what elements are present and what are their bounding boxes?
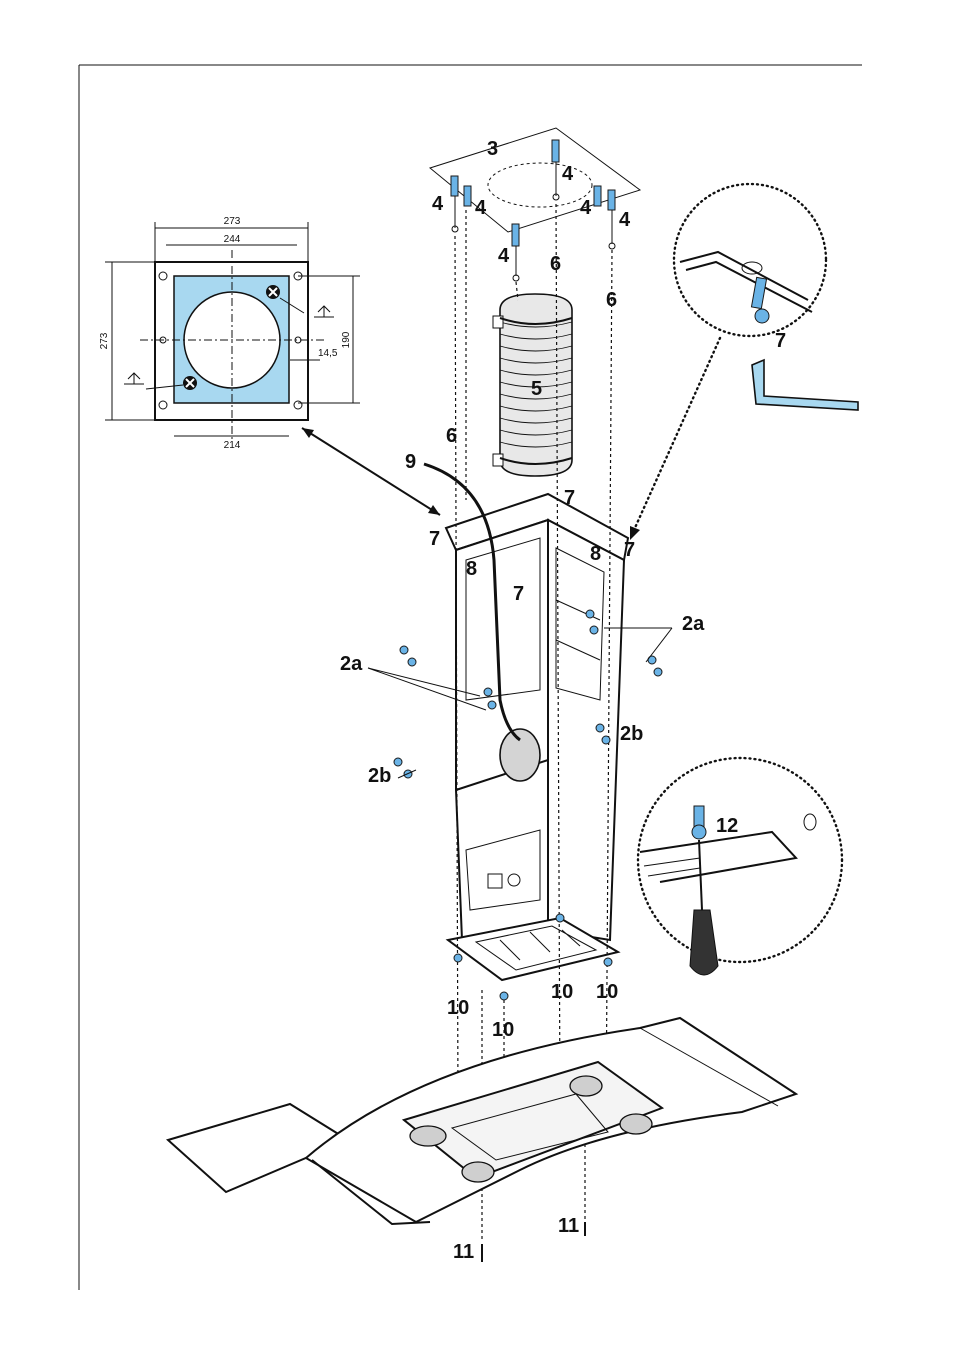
dim-inner-height: 190: [341, 331, 352, 348]
page-border: [78, 64, 862, 1290]
flexible-duct: [492, 293, 573, 477]
label-6c: 6: [446, 425, 457, 447]
dimension-lines: [105, 222, 360, 437]
drill-mark-icon: [183, 285, 280, 390]
side-screws: [367, 609, 673, 779]
label-2b-left: 2b: [368, 765, 391, 787]
keyhole-icon: [158, 271, 303, 410]
label-4a: 4: [562, 163, 574, 185]
label-12: 12: [716, 815, 738, 837]
hood-canopy: [165, 1016, 799, 1262]
label-9: 9: [405, 451, 416, 473]
chimney-frame: [423, 462, 630, 982]
ceiling-symbol-icon: [124, 297, 334, 390]
dim-offset: 14,5: [318, 348, 338, 359]
label-10c: 10: [596, 981, 618, 1003]
label-7a: 7: [775, 330, 786, 352]
label-4c: 4: [475, 197, 487, 219]
label-7e: 7: [513, 583, 524, 605]
hood-lights: [409, 1075, 653, 1183]
power-cable: [423, 462, 521, 742]
dim-outer-height: 273: [99, 332, 110, 349]
label-8b: 8: [466, 558, 477, 580]
label-2b-right: 2b: [620, 723, 643, 745]
label-3: 3: [487, 138, 498, 160]
label-10b: 10: [551, 981, 573, 1003]
dim-inner-width: 244: [224, 234, 241, 245]
label-4f: 4: [498, 245, 510, 267]
label-7b: 7: [564, 487, 575, 509]
dim-outer-width: 273: [224, 216, 241, 227]
template-arrow: [301, 427, 441, 516]
detail-circle-hex: [630, 182, 828, 540]
ceiling-plate: [428, 127, 642, 233]
wall-plugs: [450, 139, 616, 282]
label-4e: 4: [619, 209, 631, 231]
label-4b: 4: [432, 193, 444, 215]
label-4d: 4: [580, 197, 592, 219]
part-labels: 3 4 4 4 4 4 4 6 6 6 5 9 7 7 7 7 7 8 8 2a…: [340, 138, 786, 1263]
label-2a-right: 2a: [682, 613, 705, 635]
label-7c: 7: [429, 528, 440, 550]
label-10a: 10: [447, 997, 469, 1019]
label-6a: 6: [550, 253, 561, 275]
label-10d: 10: [492, 1019, 514, 1041]
label-8a: 8: [590, 543, 601, 565]
label-2a-left: 2a: [340, 653, 363, 675]
label-6b: 6: [606, 289, 617, 311]
bottom-screws: [453, 913, 613, 1001]
detail-circle-screwdriver: [636, 756, 844, 976]
label-5: 5: [531, 378, 542, 400]
hex-key-icon: [751, 358, 859, 411]
label-11b: 11: [453, 1241, 474, 1263]
drilling-template: 273 244 214 273 190 14,5: [99, 216, 441, 516]
dim-bottom-width: 214: [224, 440, 241, 451]
screwdriver-icon: [689, 909, 719, 976]
label-7d: 7: [624, 539, 635, 561]
label-11a: 11: [558, 1215, 579, 1237]
